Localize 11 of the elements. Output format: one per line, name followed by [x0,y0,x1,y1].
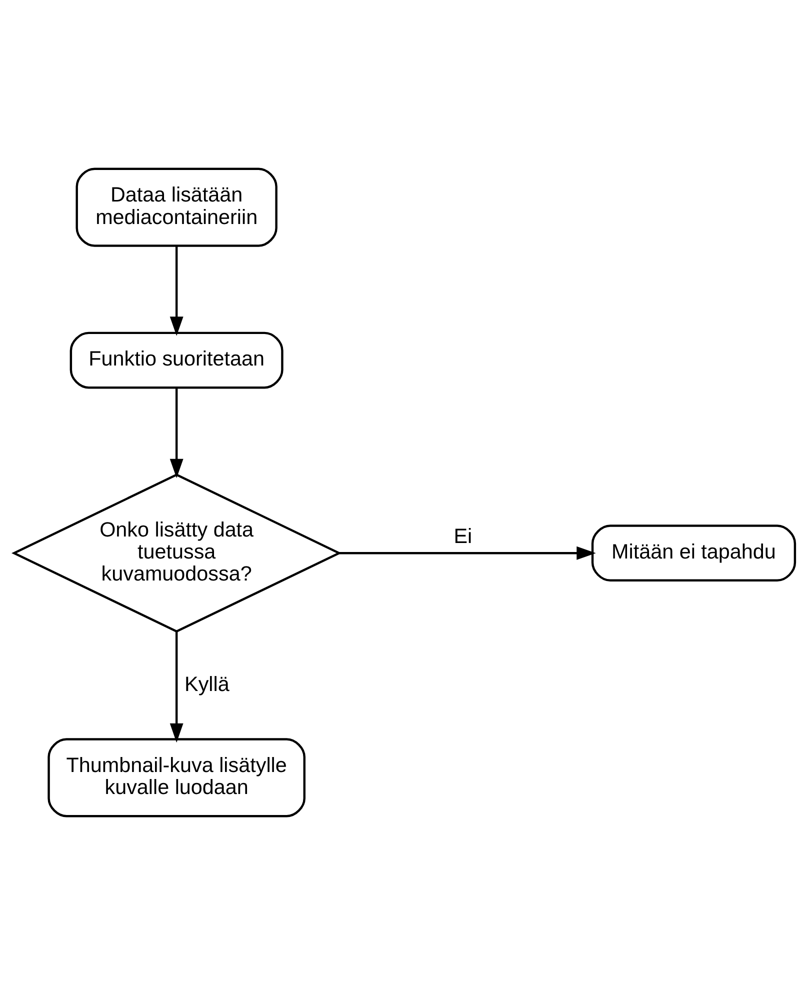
node-diamond: Onko lisätty data tuetussa kuvamuodossa? [12,474,342,633]
edge-label: Ei [454,525,472,548]
node-box: Thumbnail-kuva lisätylle kuvalle luodaan [48,738,306,818]
arrow [170,388,184,478]
edge-label: Kyllä [184,672,230,696]
arrow [170,631,184,743]
arrow [170,246,184,336]
node-box: Mitään ei tapahdu [591,524,796,582]
node-box: Dataa lisätään mediacontaineriin [76,168,278,247]
arrow [340,546,596,560]
node-box: Funktio suoritetaan [70,332,284,389]
